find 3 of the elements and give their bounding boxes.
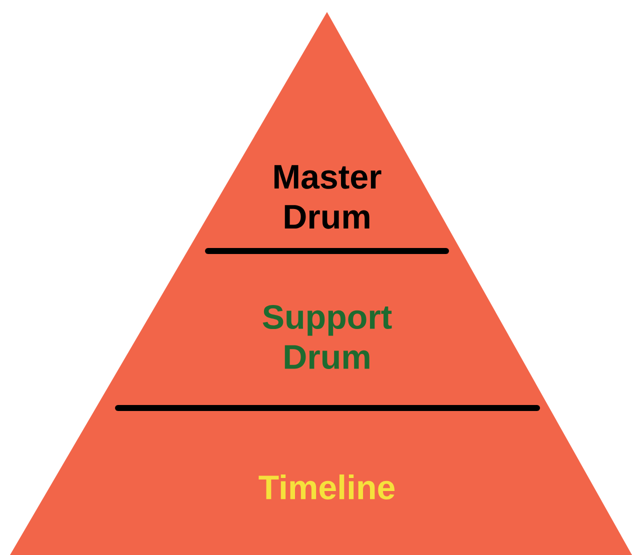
pyramid-tier: Timeline bbox=[10, 408, 632, 555]
pyramid-tier: Support Drum bbox=[96, 251, 550, 408]
pyramid-tier: Master Drum bbox=[187, 12, 462, 251]
